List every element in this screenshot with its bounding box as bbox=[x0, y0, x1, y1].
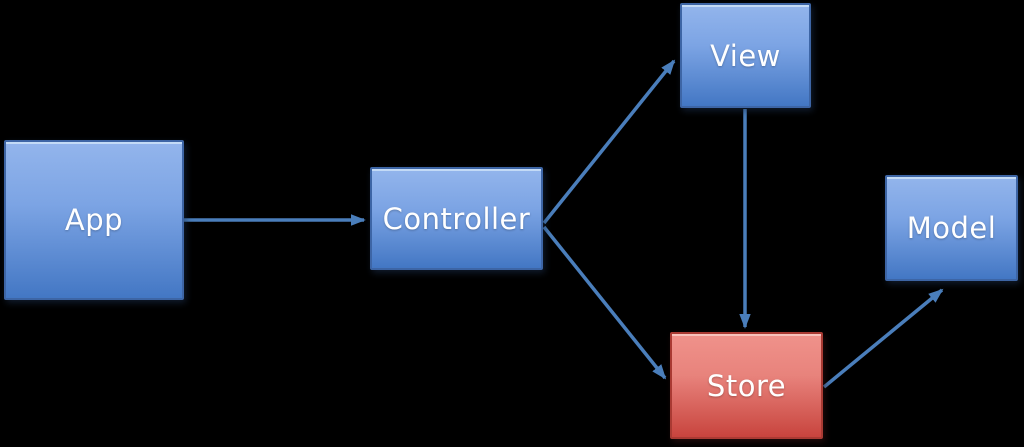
node-view-label: View bbox=[710, 38, 781, 73]
node-store[interactable]: Store bbox=[670, 332, 823, 439]
node-controller-label: Controller bbox=[382, 201, 531, 236]
arrow-controller-to-view bbox=[542, 59, 676, 225]
node-store-label: Store bbox=[706, 368, 787, 403]
node-controller[interactable]: Controller bbox=[370, 167, 543, 270]
node-view[interactable]: View bbox=[680, 3, 811, 108]
node-app[interactable]: App bbox=[4, 140, 184, 300]
node-model-label: Model bbox=[906, 211, 997, 245]
node-model[interactable]: Model bbox=[885, 175, 1018, 281]
arrow-store-to-model bbox=[822, 288, 944, 389]
node-app-label: App bbox=[64, 203, 124, 237]
arrow-controller-to-store bbox=[542, 225, 667, 380]
